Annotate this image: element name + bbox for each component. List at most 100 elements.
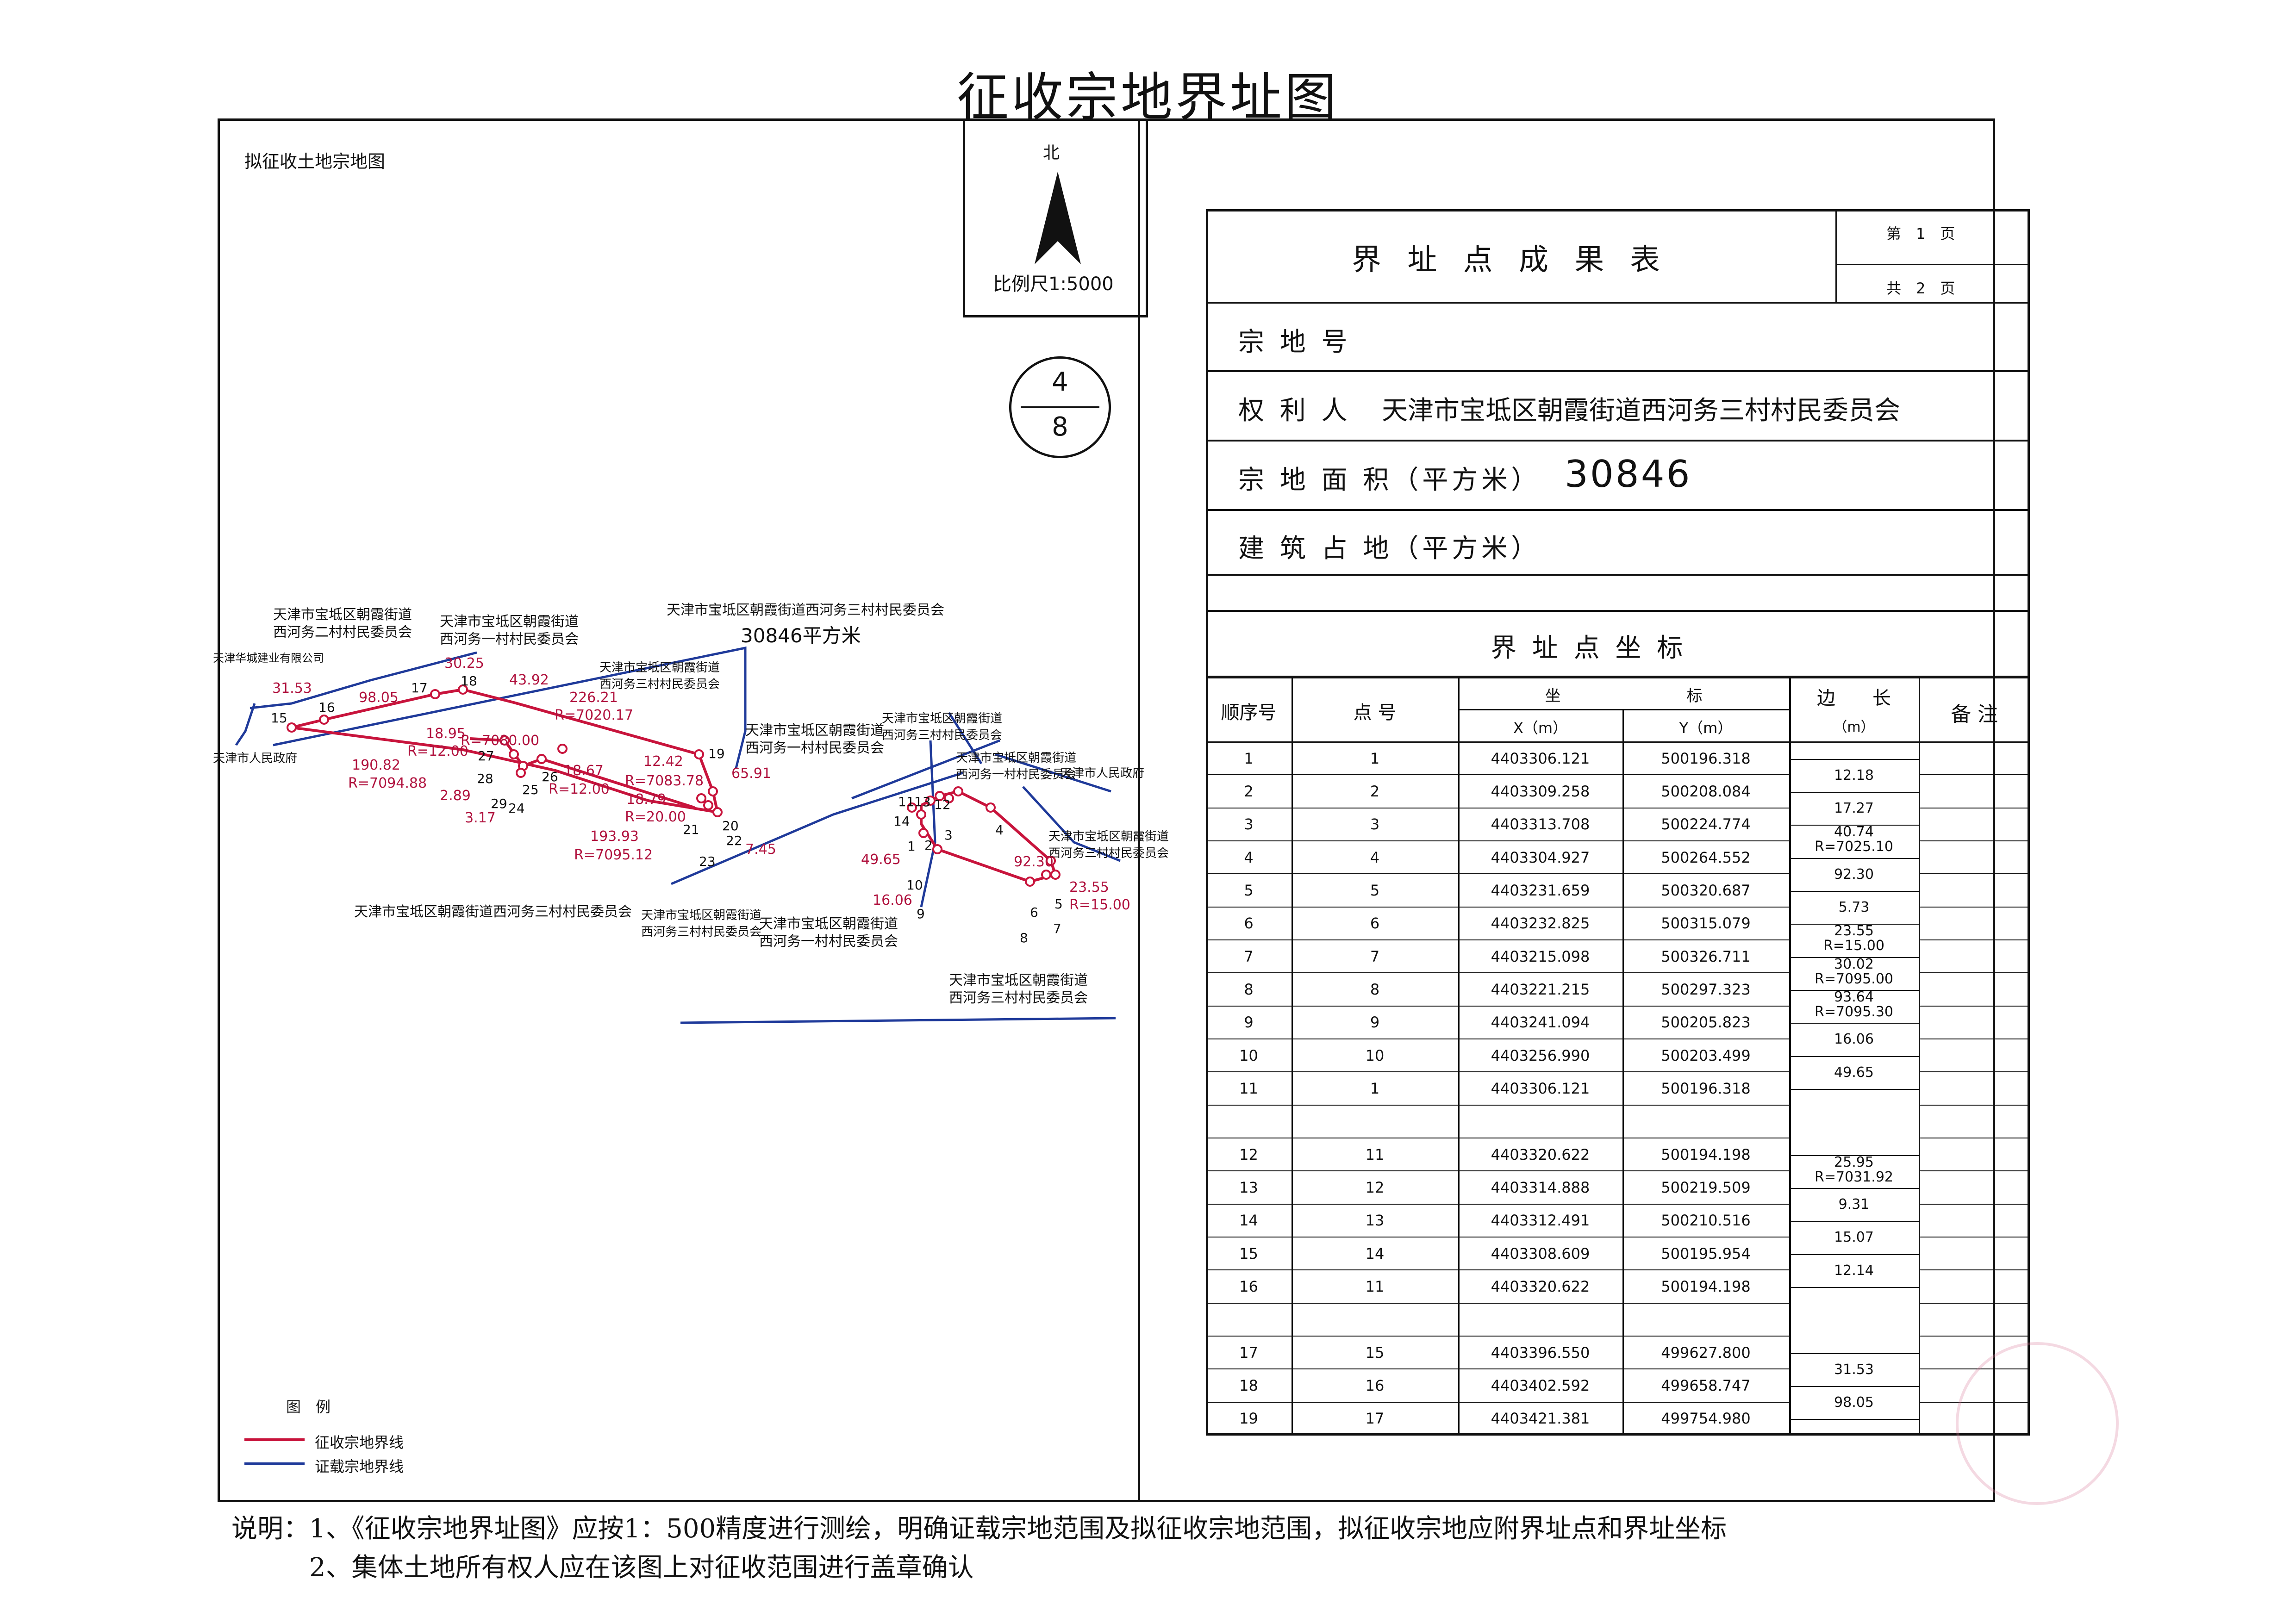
- header-seq: 顺序号: [1221, 702, 1277, 723]
- edge-length-cell: 98.05: [1789, 1386, 1919, 1419]
- dim-label: R=15.00: [1069, 897, 1130, 913]
- table-cell-seq: 17: [1239, 1343, 1258, 1362]
- edge-length-cell: 49.65: [1789, 1056, 1919, 1089]
- edge-radius: R=7095.30: [1814, 1004, 1894, 1020]
- table-cell-pt: 11: [1365, 1278, 1385, 1295]
- edge-length-cell: 92.30: [1789, 858, 1919, 891]
- edge-length: 92.30: [1834, 866, 1874, 883]
- edge-radius: R=7095.00: [1814, 970, 1894, 987]
- table-cell-x: 4403308.609: [1491, 1244, 1590, 1262]
- table-row-rule: [1206, 1368, 1789, 1370]
- table-cell-x: 4403312.491: [1491, 1212, 1590, 1230]
- edge-rule: [1790, 858, 1919, 859]
- table-row-rule: [1919, 1005, 2030, 1007]
- table-cell-pt: 3: [1370, 815, 1380, 833]
- point-label: 18: [461, 673, 477, 689]
- dim-label: 193.93: [590, 828, 639, 845]
- table-cell-seq: 12: [1239, 1145, 1258, 1163]
- map-label-parcel-area: 30846平方米: [741, 624, 861, 647]
- table-cell-x: 4403256.990: [1491, 1046, 1590, 1064]
- point-label: 24: [508, 801, 525, 816]
- map-caption: 拟征收土地宗地图: [244, 151, 386, 172]
- table-row-rule: [1206, 774, 1789, 776]
- point-label: 20: [722, 818, 739, 833]
- map-label-neighbor-southeast: 天津市宝坻区朝霞街道西河务三村村民委员会: [949, 972, 1088, 1006]
- header-edge-unit: （m）: [1833, 719, 1875, 735]
- legend-red-line: [244, 1438, 305, 1441]
- table-cell-pt: 14: [1365, 1244, 1385, 1262]
- point-label: 14: [893, 814, 910, 829]
- table-cell-x: 4403232.825: [1491, 914, 1590, 933]
- table-cell-y: 499754.980: [1661, 1410, 1751, 1428]
- table-cell-pt: 15: [1365, 1343, 1385, 1362]
- table-row-rule: [1206, 972, 1789, 974]
- table-row-rule: [1919, 972, 2030, 974]
- edge-length: 9.31: [1838, 1196, 1870, 1213]
- map-label-neighbor-right1: 天津市宝坻区朝霞街道西河务三村村民委员会: [882, 712, 1003, 742]
- dim-label: 2.89: [440, 788, 471, 804]
- header-point: 点 号: [1353, 702, 1397, 723]
- edge-radius: R=7025.10: [1814, 839, 1894, 855]
- table-cell-seq: 14: [1239, 1212, 1258, 1230]
- page-title: 征收宗地界址图: [957, 68, 1339, 128]
- owner-label: 权 利 人: [1238, 396, 1351, 426]
- edge-rule: [1790, 1353, 1919, 1354]
- table-cell-x: 4403231.659: [1491, 882, 1590, 899]
- table-cell-x: 4403314.888: [1491, 1179, 1590, 1196]
- dim-label: 18.79: [626, 791, 666, 808]
- point-label: 26: [542, 769, 558, 784]
- sheet-number-circle: 4 8: [1009, 356, 1111, 458]
- table-cell-x: 4403221.215: [1491, 981, 1590, 998]
- edge-rule: [1790, 1254, 1919, 1255]
- map-label-neighbor-west: 天津市宝坻区朝霞街道西河务二村村民委员会: [273, 607, 412, 640]
- table-cell-pt: 13: [1365, 1212, 1385, 1230]
- table-row-rule: [1919, 1071, 2030, 1073]
- point-label: 7: [1053, 921, 1061, 936]
- edge-length-cell: 17.27: [1789, 792, 1919, 825]
- area-label: 宗 地 面 积（平方米）: [1238, 465, 1541, 495]
- table-cell-pt: 16: [1365, 1377, 1385, 1394]
- table-cell-y: 500315.079: [1661, 914, 1751, 933]
- point-label: 22: [726, 833, 742, 848]
- table-cell-pt: 12: [1365, 1179, 1385, 1196]
- page-number: 第 1 页: [1886, 225, 1955, 243]
- table-row-rule: [1919, 873, 2030, 875]
- edge-length-cell: 31.53: [1789, 1353, 1919, 1386]
- table-cell-x: 4403215.098: [1491, 947, 1590, 965]
- dim-label: 30.25: [444, 655, 484, 672]
- table-rule: [1206, 509, 2030, 511]
- vertex-markers: [287, 684, 1061, 887]
- table-cell-seq: 13: [1239, 1179, 1258, 1196]
- edge-rule: [1790, 792, 1919, 793]
- point-label: 13: [914, 794, 931, 809]
- edge-rule: [1790, 825, 1919, 826]
- point-label: 5: [1054, 896, 1063, 912]
- header-coord: 坐 标: [1545, 687, 1703, 705]
- point-label: 3: [944, 827, 953, 843]
- table-cell-seq: 7: [1244, 947, 1254, 965]
- legend-blue-line: [244, 1462, 305, 1465]
- north-arrow-box: 北 比例尺1:5000: [963, 118, 1148, 317]
- table-cell-x: 4403306.121: [1491, 1080, 1590, 1097]
- table-cell-y: 500205.823: [1661, 1014, 1751, 1032]
- edge-length: 40.74: [1834, 824, 1874, 840]
- header-note: 备 注: [1951, 703, 1998, 726]
- edge-rule: [1790, 759, 1919, 760]
- building-label: 建 筑 占 地（平方米）: [1238, 534, 1541, 564]
- table-row-rule: [1206, 1170, 1789, 1172]
- dim-label: R=20.00: [625, 809, 686, 825]
- edge-length-cell: 12.18: [1789, 759, 1919, 792]
- edge-rule: [1790, 1188, 1919, 1189]
- table-rule: [1206, 741, 2030, 743]
- north-label: 北: [1043, 143, 1060, 162]
- table-row-rule: [1206, 1038, 1789, 1039]
- table-row-rule: [1206, 1005, 1789, 1007]
- table-cell-seq: 2: [1244, 783, 1254, 800]
- table-cell-y: 500196.318: [1661, 1080, 1751, 1097]
- map-label-neighbor-north1: 天津市宝坻区朝霞街道西河务一村村民委员会: [440, 614, 579, 647]
- dim-label: 18.95: [426, 726, 466, 742]
- dim-label: 98.05: [359, 690, 399, 706]
- point-label: 17: [411, 680, 428, 696]
